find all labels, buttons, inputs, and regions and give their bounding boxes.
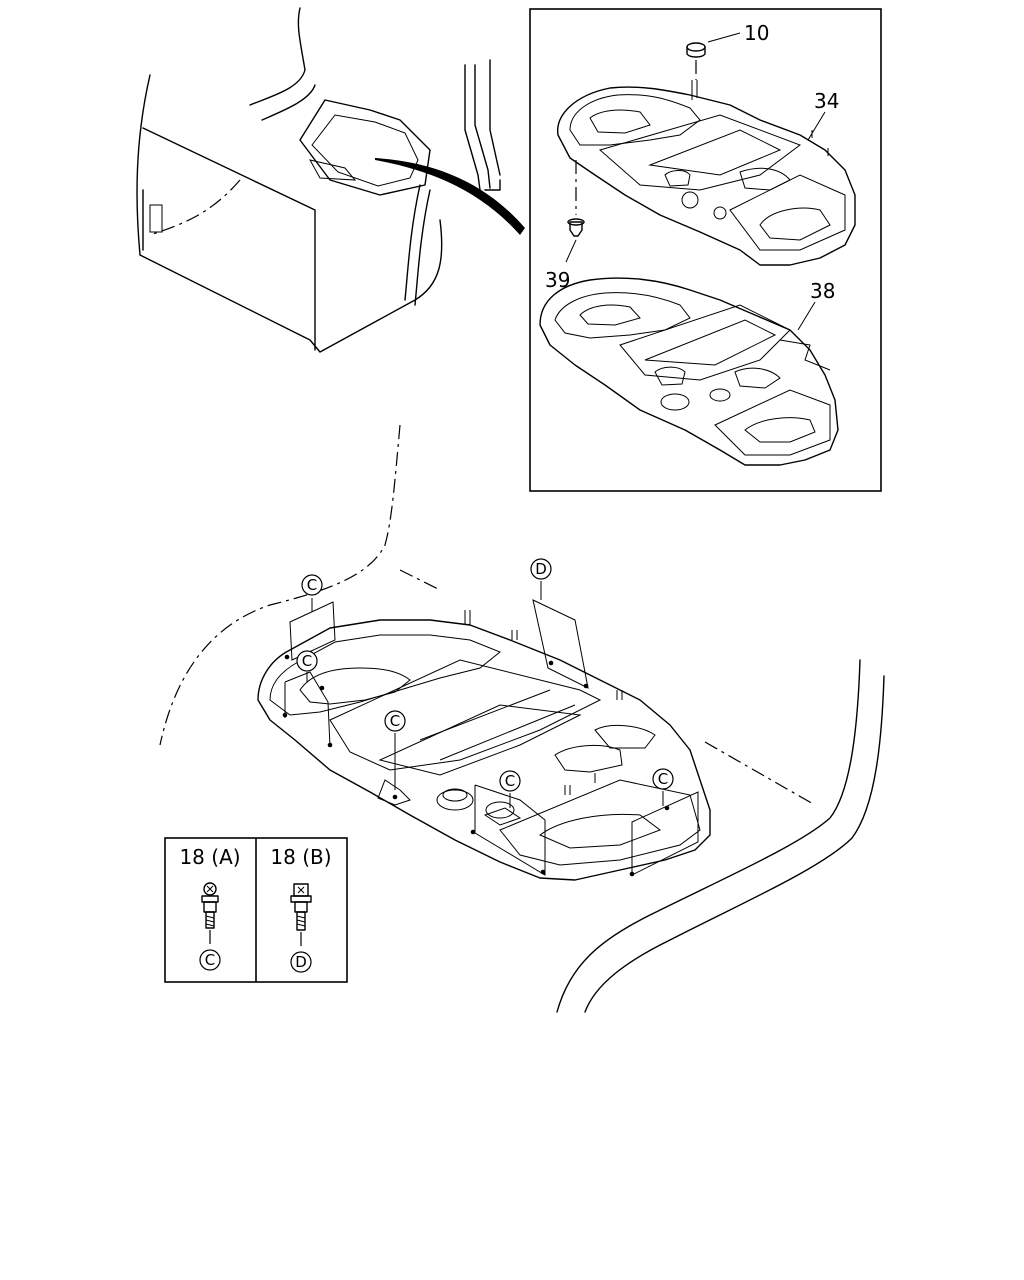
- ref-c-3: C: [384, 710, 406, 732]
- ref-c-4-label: C: [505, 772, 515, 790]
- ref-c-2: C: [296, 650, 318, 672]
- clip-39: 39: [545, 160, 585, 292]
- fastener-legend: 18 (A) C 18 (B) D: [164, 837, 348, 983]
- vehicle-body-outline: [136, 7, 525, 353]
- ref-d-1: D: [530, 558, 552, 580]
- fastener-a-label: 18 (A): [179, 845, 240, 869]
- ref-c-3-label: C: [390, 712, 400, 730]
- insulator-38: [539, 277, 839, 466]
- floor-background-lines: [159, 424, 885, 1013]
- ref-c-1: C: [301, 574, 323, 596]
- fastener-b-ref: D: [295, 953, 307, 971]
- callout-39: 39: [545, 268, 570, 292]
- insulator-34: [557, 80, 856, 266]
- callout-10: 10: [744, 21, 769, 45]
- fastener-b-label: 18 (B): [270, 845, 331, 869]
- ref-c-4: C: [499, 770, 521, 792]
- ref-c-1-label: C: [307, 576, 317, 594]
- ref-c-5: C: [652, 768, 674, 790]
- ref-c-5-label: C: [658, 770, 668, 788]
- inset-frame: [529, 8, 882, 492]
- callout-38: 38: [810, 279, 835, 303]
- clip-10: 10: [686, 21, 769, 80]
- fastener-a-ref: C: [205, 951, 215, 969]
- ref-c-2-label: C: [302, 652, 312, 670]
- bolt-a-icon: [201, 882, 219, 948]
- callout-34: 34: [814, 89, 839, 113]
- bolt-b-icon: [290, 883, 312, 950]
- floor-insulator-assembly: [257, 581, 711, 881]
- ref-d-1-label: D: [535, 560, 547, 578]
